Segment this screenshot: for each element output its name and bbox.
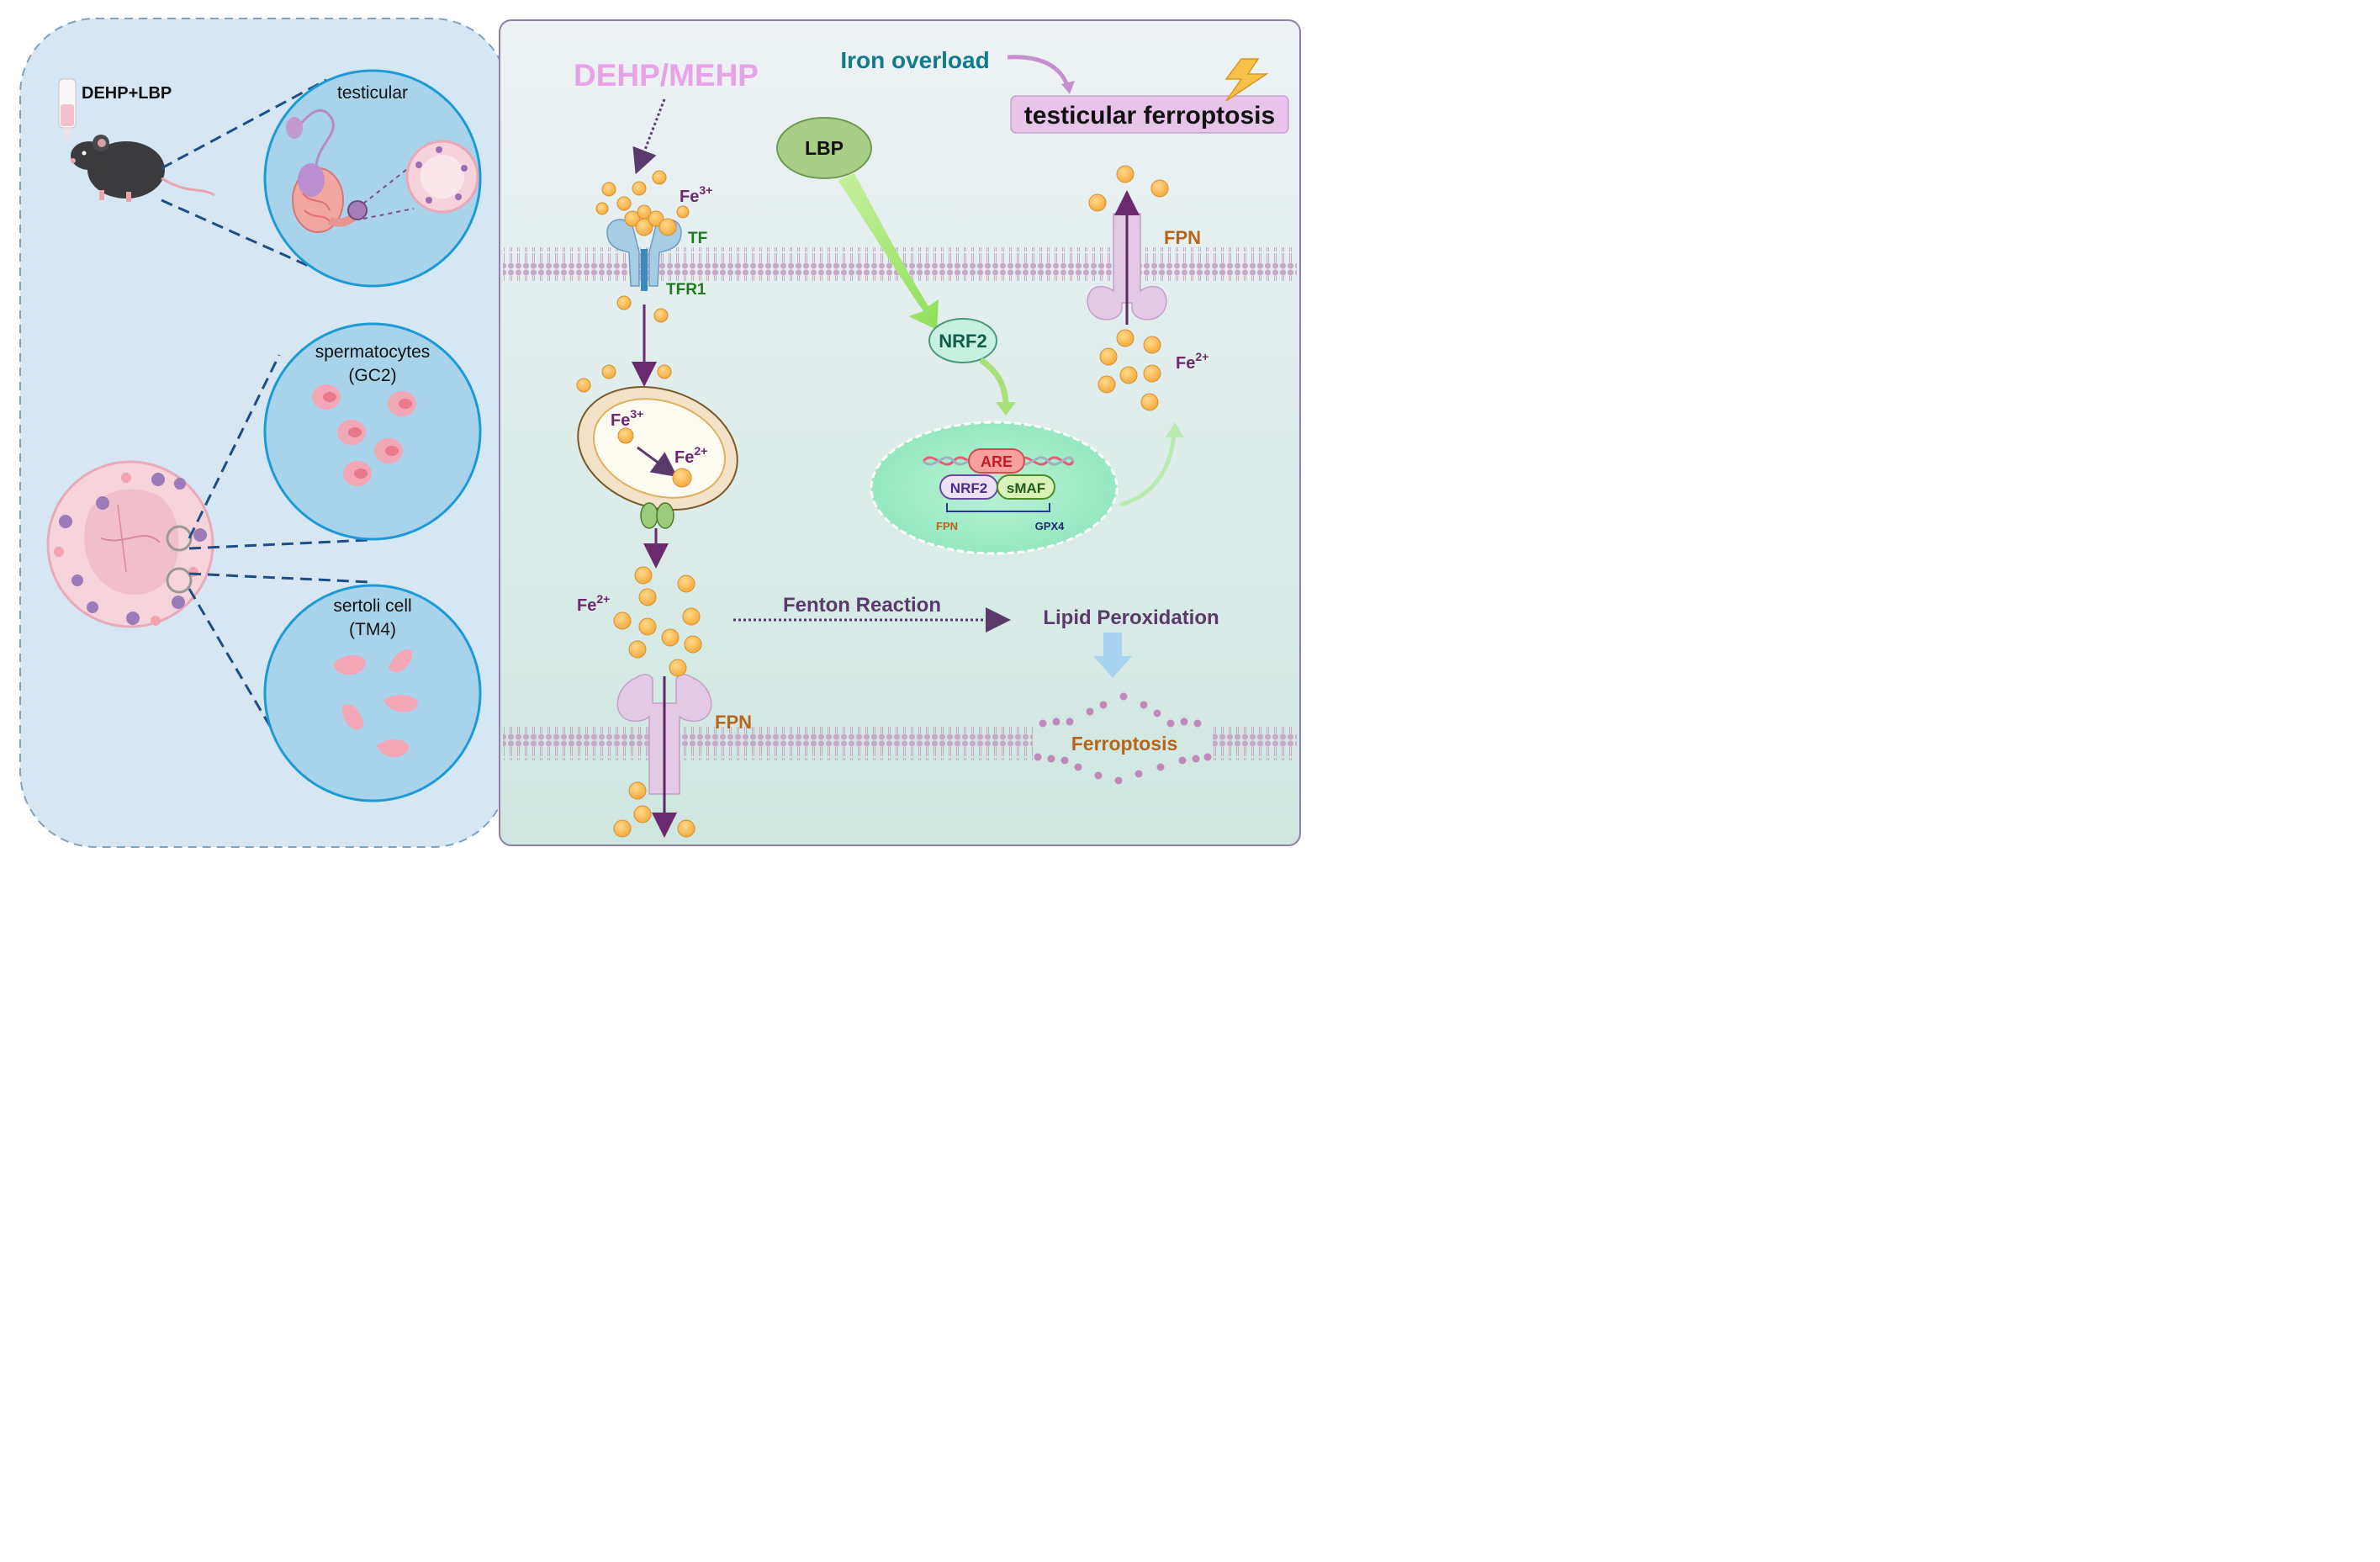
figure-canvas: DEHP+LBP testicular: [0, 0, 1319, 864]
ferroptosis-label: Ferroptosis: [1071, 733, 1178, 755]
iron-overload-arrow: [1007, 55, 1071, 88]
sertoli-cells: [333, 649, 418, 758]
smaf-complex: [997, 474, 1055, 500]
arrow-head: [996, 402, 1016, 416]
are-label: ARE: [981, 453, 1013, 470]
bottom-membrane: [1213, 727, 1297, 760]
tf-label: TF: [688, 230, 707, 247]
outcome-label: testicular ferroptosis: [1024, 102, 1275, 130]
nrf2-label: NRF2: [939, 331, 986, 352]
nrf2-to-nucleus-arrow: [979, 357, 1009, 406]
arrow-head: [1166, 422, 1184, 437]
connector-line: [188, 354, 281, 539]
arrow-head: [1061, 81, 1075, 94]
lbp-to-nrf2-arrow: [838, 173, 939, 330]
dmt1-channel: [640, 502, 674, 529]
fpn-bottom-label: FPN: [715, 712, 752, 733]
spermatocytes-label: spermatocytes: [315, 342, 431, 362]
spermatocyte-cells: [312, 384, 416, 486]
peroxidation-arrow: [1093, 633, 1132, 678]
are-element: [968, 448, 1025, 474]
sertoli-label: sertoli cell: [333, 596, 411, 616]
nrf2-complex-label: NRF2: [950, 480, 987, 496]
lightning-icon: [1224, 58, 1269, 102]
outcome-box: [1010, 95, 1289, 134]
fpn-top-label: FPN: [1164, 227, 1201, 248]
toxicant-arrow: [632, 98, 666, 175]
target-fpn-label: FPN: [936, 520, 958, 532]
fe3-top-label: Fe3+: [680, 183, 712, 206]
mouse-icon: [71, 135, 215, 202]
tfr1-label: TFR1: [666, 281, 706, 299]
left-panel: DEHP+LBP testicular: [19, 18, 509, 848]
toxicant-label: DEHP/MEHP: [574, 58, 759, 93]
ferroptosis-membrane: [1034, 692, 1212, 785]
bottom-membrane: [503, 727, 1033, 760]
target-bracket: [946, 503, 1050, 512]
smaf-label: sMAF: [1007, 480, 1045, 496]
connector-line: [161, 78, 327, 170]
fe2-cytosol-label: Fe2+: [577, 592, 610, 615]
lbp-label: LBP: [805, 137, 844, 159]
nucleus-to-fpn-arrow: [1119, 433, 1177, 507]
iron-overload-label: Iron overload: [840, 47, 989, 73]
testis-illustration: [286, 109, 479, 233]
spermatocytes-circle: [263, 322, 482, 541]
testis-label: testicular: [337, 83, 408, 103]
connector-line: [188, 538, 371, 550]
fenton-label: Fenton Reaction: [783, 594, 941, 617]
sertoli-circle: [263, 584, 482, 802]
connector-line: [188, 588, 283, 747]
right-panel: DEHP/MEHP Iron overload testicular ferro…: [499, 19, 1301, 846]
nrf2-node: [928, 318, 997, 363]
reduction-arrow: [637, 446, 678, 478]
lbp-node: [776, 117, 872, 179]
sertoli-sublabel: (TM4): [349, 620, 396, 639]
tf-iron-cluster: [624, 204, 677, 236]
connector-line: [161, 199, 336, 279]
iron-particles: [576, 165, 1169, 838]
exposure-label: DEHP+LBP: [82, 84, 172, 103]
fe3-endosome-label: Fe3+: [611, 407, 643, 430]
lipid-peroxidation-label: Lipid Peroxidation: [1043, 606, 1219, 629]
fe2-endosome-label: Fe2+: [674, 444, 707, 467]
fe2-right-label: Fe2+: [1176, 350, 1209, 373]
feeding-bottle-icon: [58, 78, 77, 140]
diagram-svg: DEHP+LBP testicular: [19, 18, 1301, 848]
target-gpx4-label: GPX4: [1035, 520, 1065, 532]
spermatocytes-sublabel: (GC2): [348, 366, 396, 385]
tfr1-receptor: [606, 219, 682, 291]
endosome: [577, 385, 738, 511]
tubule-illustration: [46, 460, 214, 628]
connector-line: [188, 572, 371, 584]
